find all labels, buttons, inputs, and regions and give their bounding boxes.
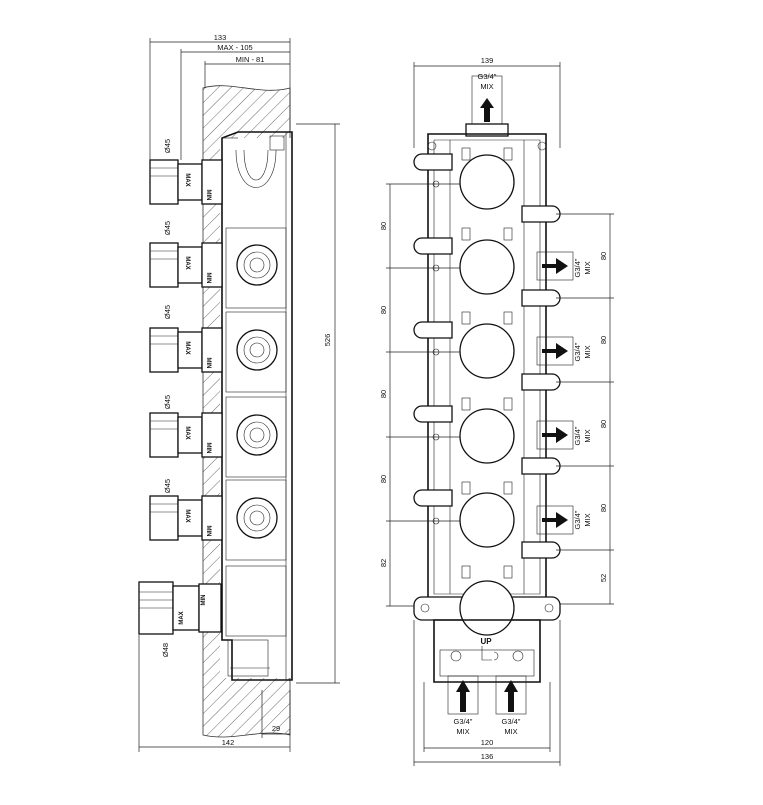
valve-port [459,154,515,210]
right-spacing-label: 52 [599,574,608,582]
right-arrow-icon [542,512,568,528]
knob-min-label: MIN [205,358,211,369]
front-top-dim: 139 [413,56,561,148]
side-view: 133 MAX - 105 MIN - 81 526 142 29 [138,33,340,752]
left-spacing-label: 80 [379,475,388,483]
knob-max-label: MAX [179,611,185,624]
side-outlet-thread: G3/4" [573,510,582,529]
side-bottom-dims: 142 29 [138,635,291,752]
side-knob: Ø45 MAX MIN [149,395,287,478]
knob-min-label: MIN [205,526,211,537]
knob-diameter-label: Ø45 [163,479,172,493]
valve-port [459,408,515,464]
side-outlet-thread: G3/4" [573,426,582,445]
side-outlet-thread: G3/4" [573,342,582,361]
side-outlet-label: MIX [583,261,592,274]
knob-max-label: MAX [184,509,190,522]
up-arrow-icon [456,680,470,712]
side-knob: Ø45 MAX MIN [149,221,287,309]
up-marker: UP [480,637,492,646]
right-spacing-label: 80 [599,336,608,344]
side-outlet: G3/4" MIX [536,336,592,366]
knob-diameter-label: Ø45 [163,221,172,235]
dim-inner-width: 120 [481,738,494,747]
side-top-dims: 133 MAX - 105 MIN - 81 [149,33,291,160]
knob-diameter-label: Ø48 [161,643,170,657]
right-arrow-icon [542,427,568,443]
side-outlets: G3/4" MIX G3/4" MIX G3/4" MIX G3/4" MIX [536,251,592,535]
side-outlet-label: MIX [583,513,592,526]
top-outlet: G3/4" MIX [465,72,509,137]
knob-min-label: MIN [205,190,211,201]
side-knob: Ø45 MAX MIN [149,305,287,393]
dim-top-width: 139 [481,56,494,65]
dim-min-depth: MIN - 81 [236,55,265,64]
knob-diameter-label: Ø45 [163,139,172,153]
bottom-inlet: G3/4" MIX [495,675,527,736]
right-spacing-label: 80 [599,504,608,512]
side-height-dim: 526 [296,123,340,684]
right-spacing-label: 80 [599,420,608,428]
knob-min-label: MIN [201,595,207,606]
knob-max-label: MAX [184,256,190,269]
diverter-block: UP [413,580,561,683]
knob-min-label: MIN [205,273,211,284]
bottom-inlet-label: MIX [456,727,469,736]
valve-stations [413,147,561,579]
side-knob: Ø45 MAX MIN [149,139,223,205]
bottom-inlet-thread: G3/4" [454,717,473,726]
knob-max-label: MAX [184,341,190,354]
up-arrow-icon [480,98,494,122]
left-spacing-label: 80 [379,222,388,230]
side-knob-stack: Ø45 MAX MIN Ø45 MAX MIN [138,139,287,657]
dim-total-depth: 133 [214,33,227,42]
bottom-inlets: G3/4" MIX G3/4" MIX [447,675,527,736]
side-outlet-thread: G3/4" [573,258,582,277]
side-knob-diverter: Ø48 MAX MIN [138,565,287,657]
side-outlet-label: MIX [583,345,592,358]
bottom-inlet-thread: G3/4" [502,717,521,726]
side-knob: Ø45 MAX MIN [149,479,287,561]
left-spacing-label: 82 [379,559,388,567]
bottom-inlet-label: MIX [504,727,517,736]
knob-min-label: MIN [205,443,211,454]
diverter-port [459,580,515,636]
left-spacing-label: 80 [379,390,388,398]
side-outlet: G3/4" MIX [536,420,592,450]
front-view: 139 G3/4" MIX [379,56,614,766]
knob-diameter-label: Ø45 [163,305,172,319]
valve-port [459,492,515,548]
knob-diameter-label: Ø45 [163,395,172,409]
side-outlet: G3/4" MIX [536,251,592,281]
dim-height: 526 [323,334,332,347]
front-bottom-dims: 120 136 [413,620,561,766]
right-spacing-dims: 80 80 80 80 52 [556,213,614,605]
knob-max-label: MAX [184,426,190,439]
dim-max-depth: MAX - 105 [217,43,252,52]
knob-max-label: MAX [184,173,190,186]
right-arrow-icon [542,343,568,359]
up-arrow-icon [504,680,518,712]
valve-port [459,239,515,295]
dim-wall-offset: 29 [272,724,280,733]
valve-port [459,323,515,379]
right-spacing-label: 80 [599,252,608,260]
bottom-inlet: G3/4" MIX [447,675,479,736]
top-outlet-thread: G3/4" [478,72,497,81]
side-outlet: G3/4" MIX [536,505,592,535]
side-outlet-label: MIX [583,429,592,442]
dim-bottom-width: 136 [481,752,494,761]
dim-base-width: 142 [222,738,235,747]
top-outlet-label: MIX [480,82,493,91]
right-arrow-icon [542,258,568,274]
left-spacing-label: 80 [379,306,388,314]
